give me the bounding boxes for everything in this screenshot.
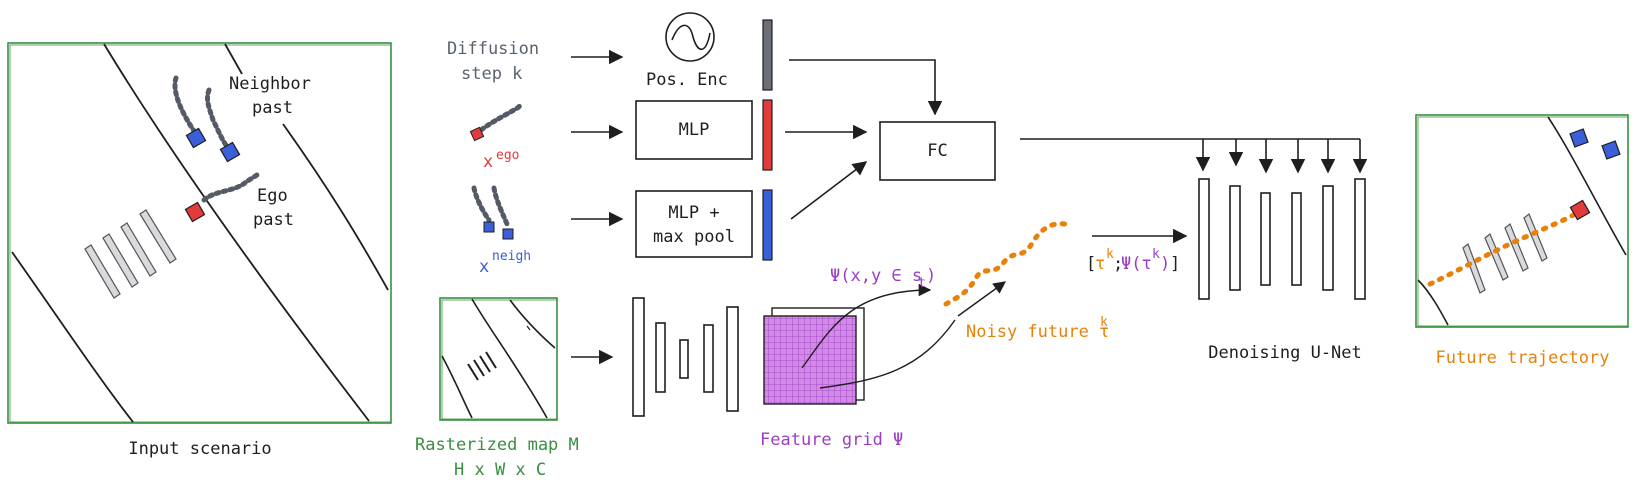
concat-k1: k (1106, 247, 1114, 262)
concat-tau: τ (1095, 254, 1106, 274)
concat-end: ] (1170, 254, 1181, 274)
diffusion-label: Diffusion (447, 39, 540, 59)
concat-open: [ (1086, 254, 1097, 274)
feature-grid (763, 281, 1007, 405)
ego-embed-bar (762, 99, 773, 171)
noisy-future-label: Noisy future τ (966, 322, 1110, 342)
neighbor-input-icon (471, 185, 514, 240)
rasterized-dims-label: H x W x C (454, 460, 547, 480)
neighbor-label: Neighbor (229, 74, 311, 94)
concat-sep: ; (1113, 254, 1124, 274)
input-scenario-label: Input scenario (128, 439, 272, 459)
fc-label: FC (927, 141, 948, 161)
pos-embed-bar (762, 19, 773, 91)
denoising-unet (1198, 178, 1366, 300)
noisy-future-trajectory (943, 221, 1075, 307)
noisy-future-sup: k (1100, 315, 1108, 330)
crosswalk (84, 209, 177, 299)
mlp-label: MLP (678, 120, 710, 140)
concat-psi: Ψ(τ (1121, 254, 1152, 274)
ego-label: Ego (257, 186, 288, 206)
psi-close: ) (926, 266, 937, 286)
concat-k2: k (1152, 247, 1160, 262)
psi-sub: t (918, 276, 926, 291)
neighbor-past-label: past (252, 98, 293, 118)
step-k-label: step k (461, 64, 523, 84)
x-neigh-x: x (479, 257, 490, 277)
input-scenario-panel (7, 42, 392, 424)
fc-box (879, 121, 996, 181)
psi-label: Ψ(x,y ∈ s (830, 266, 923, 286)
denoising-unet-label: Denoising U-Net (1208, 343, 1362, 363)
x-ego-x: x (483, 152, 494, 172)
rasterized-map-label: Rasterized map M (415, 435, 579, 455)
neighbor-vehicle-1 (185, 127, 207, 149)
x-ego-sup: ego (496, 148, 520, 163)
feature-grid-label: Feature grid Ψ (760, 430, 904, 450)
ego-input-icon (469, 101, 524, 142)
pos-enc-block (665, 12, 715, 62)
ego-vehicle (184, 201, 206, 223)
neighbor-vehicle-2 (219, 141, 241, 163)
rasterized-map (439, 297, 558, 421)
ego-past-label: past (253, 210, 294, 230)
mlp-maxpool-box (635, 190, 753, 258)
future-trajectory-label: Future trajectory (1435, 348, 1610, 368)
mlp-maxpool-label-1: MLP + (668, 203, 720, 223)
concat-close: ) (1160, 254, 1171, 274)
neigh-embed-bar (762, 189, 773, 261)
x-neigh-sup: neigh (492, 249, 532, 264)
future-trajectory-panel (1415, 114, 1629, 328)
mlp-maxpool-label-2: max pool (653, 227, 735, 247)
cnn-encoder (632, 297, 739, 417)
mlp-box (635, 100, 753, 160)
pos-enc-label: Pos. Enc (646, 70, 728, 90)
